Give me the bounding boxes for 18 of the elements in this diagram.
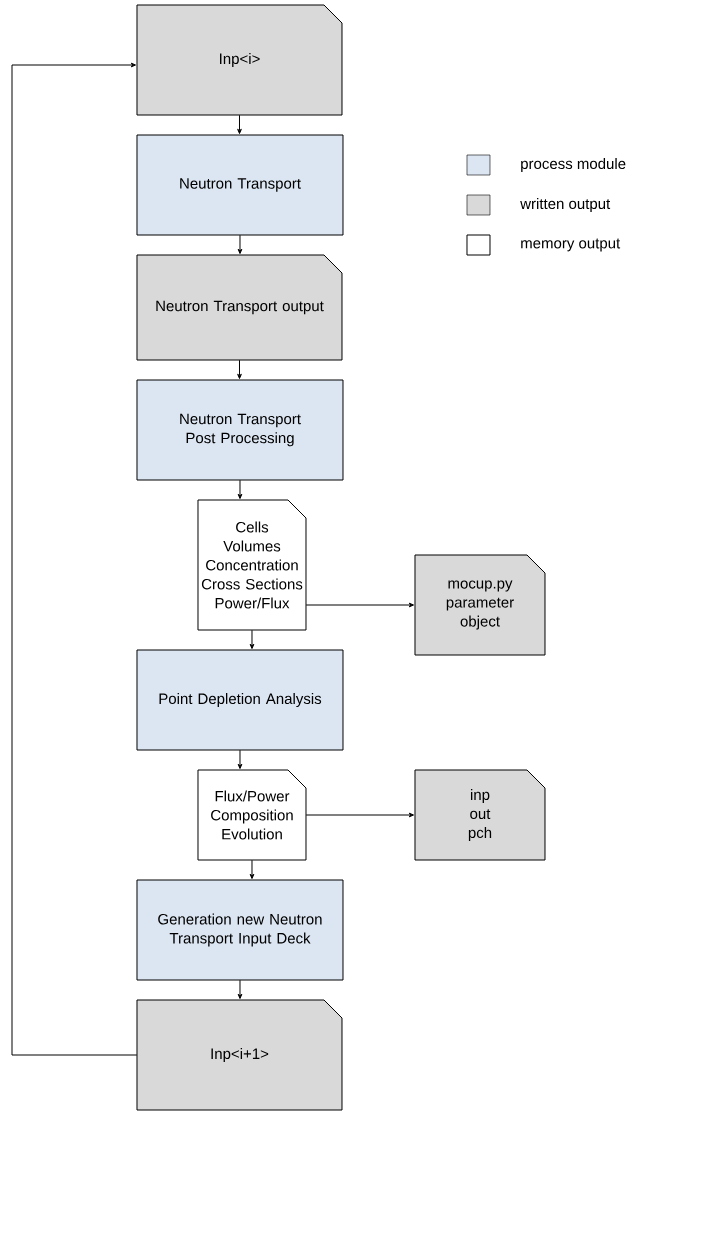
legend-label: process module <box>521 158 626 172</box>
arrow <box>305 602 415 608</box>
legend-label: memory output <box>521 238 621 252</box>
arrow <box>237 749 243 770</box>
arrow <box>305 812 415 818</box>
legend-label: written output <box>520 198 611 212</box>
process-box: Generation new Neutron Transport Input Deck <box>136 879 344 981</box>
process-box: Neutron Transport Post Processing <box>136 379 344 481</box>
arrow <box>237 114 242 135</box>
process-box: Neutron Transport <box>136 134 344 236</box>
arrow <box>237 359 242 380</box>
arrow <box>249 859 255 880</box>
arrow <box>237 234 243 255</box>
arrow <box>11 62 138 1056</box>
arrow <box>249 629 255 650</box>
arrow <box>237 479 243 500</box>
process-box: Point Depletion Analysis <box>136 649 344 751</box>
arrow <box>237 979 243 1000</box>
